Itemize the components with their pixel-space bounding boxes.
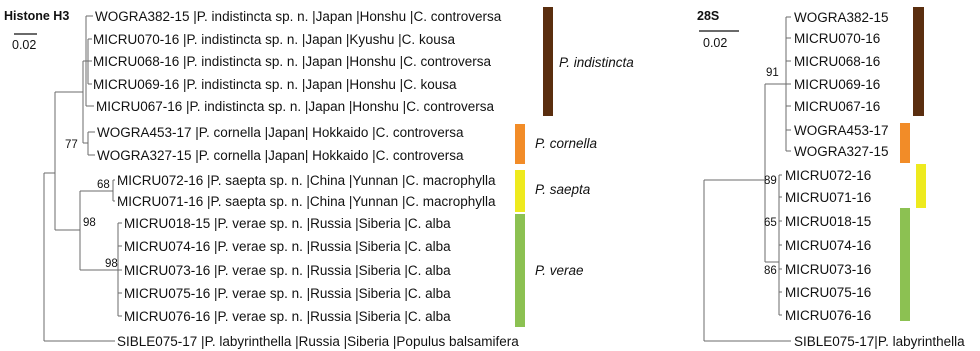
right-taxon-label: WOGRA327-15 [794, 144, 889, 159]
left-clade-labels: P. indistincta P. cornella P. saepta P. … [535, 55, 634, 278]
left-taxon-label: WOGRA327-15 |P. cornella |Japan| Hokkaid… [97, 148, 464, 163]
left-taxon-label: MICRU072-16 |P. saepta sp. n. |China |Yu… [117, 173, 496, 188]
left-scale-label: 0.02 [12, 38, 36, 52]
left-taxon-label: MICRU068-16 |P. indistincta sp. n. |Japa… [93, 54, 491, 69]
bootstrap-value: 89 [764, 175, 777, 187]
clade-label-verae: P. verae [535, 263, 584, 278]
left-taxon-label: MICRU070-16 |P. indistincta sp. n. |Japa… [93, 32, 455, 47]
bootstrap-value: 98 [105, 258, 118, 270]
bootstrap-value: 91 [766, 67, 779, 79]
right-taxon-label: MICRU076-16 [785, 308, 871, 323]
right-taxon-label: MICRU018-15 [785, 214, 871, 229]
right-taxon-label: SIBLE075-17|P. labyrinthella [794, 334, 965, 349]
left-tip-labels: WOGRA382-15 |P. indistincta sp. n. |Japa… [93, 9, 519, 349]
clade-bar-saepta [916, 164, 926, 208]
right-tree: 28S 0.02 [697, 7, 965, 349]
bootstrap-value: 65 [764, 217, 777, 229]
left-taxon-label: MICRU067-16 |P. indistincta sp. n. |Japa… [96, 99, 494, 114]
left-taxon-label: MICRU074-16 |P. verae sp. n. |Russia |Si… [124, 239, 451, 254]
clade-label-cornella: P. cornella [535, 136, 598, 151]
left-taxon-label: MICRU076-16 |P. verae sp. n. |Russia |Si… [124, 309, 451, 324]
left-taxon-label: MICRU069-16 |P. indistincta sp. n. |Japa… [93, 77, 457, 92]
left-bootstrap-values: 77 68 98 98 [65, 139, 118, 270]
right-taxon-label: MICRU067-16 [794, 99, 880, 114]
right-taxon-label: MICRU073-16 [785, 262, 871, 277]
clade-bar-cornella [900, 123, 910, 163]
right-taxon-label: WOGRA453-17 [794, 123, 889, 138]
left-taxon-label: SIBLE075-17 |P. labyrinthella |Russia |S… [117, 334, 519, 349]
left-branches [43, 15, 122, 342]
left-taxon-label: MICRU075-16 |P. verae sp. n. |Russia |Si… [124, 286, 451, 301]
left-title: Histone H3 [4, 9, 69, 23]
clade-label-indistincta: P. indistincta [559, 55, 634, 70]
right-bootstrap-values: 91 89 65 86 [764, 67, 779, 277]
right-tip-labels: WOGRA382-15 MICRU070-16 MICRU068-16 MICR… [785, 10, 965, 349]
left-taxon-label: WOGRA382-15 |P. indistincta sp. n. |Japa… [95, 9, 502, 24]
clade-bar-indistincta [913, 7, 924, 116]
clade-bar-verae [515, 214, 525, 327]
right-taxon-label: MICRU070-16 [794, 31, 880, 46]
left-taxon-label: MICRU018-15 |P. verae sp. n. |Russia |Si… [124, 216, 451, 231]
right-clade-bars [900, 7, 926, 321]
left-taxon-label: MICRU071-16 |P. saepta sp. n. |China |Yu… [117, 194, 496, 209]
right-scale-label: 0.02 [703, 36, 727, 50]
clade-label-saepta: P. saepta [535, 182, 591, 197]
right-taxon-label: MICRU075-16 [785, 285, 871, 300]
right-taxon-label: MICRU074-16 [785, 238, 871, 253]
left-taxon-label: MICRU073-16 |P. verae sp. n. |Russia |Si… [124, 263, 451, 278]
bootstrap-value: 77 [65, 139, 78, 151]
right-taxon-label: MICRU068-16 [794, 54, 880, 69]
left-taxon-label: WOGRA453-17 |P. cornella |Japan| Hokkaid… [97, 125, 464, 140]
right-taxon-label: WOGRA382-15 [794, 10, 889, 25]
clade-bar-cornella [515, 124, 525, 164]
right-title: 28S [697, 9, 719, 23]
bootstrap-value: 86 [764, 265, 777, 277]
bootstrap-value: 68 [97, 179, 110, 191]
clade-bar-indistincta [543, 7, 553, 116]
right-taxon-label: MICRU072-16 [785, 168, 871, 183]
right-taxon-label: MICRU071-16 [785, 190, 871, 205]
clade-bar-verae [900, 208, 910, 321]
clade-bar-saepta [515, 170, 525, 212]
right-branches [703, 16, 791, 342]
right-taxon-label: MICRU069-16 [794, 77, 880, 92]
left-clade-bars [515, 7, 553, 327]
bootstrap-value: 98 [83, 217, 96, 229]
left-tree: Histone H3 0.02 [4, 7, 634, 349]
